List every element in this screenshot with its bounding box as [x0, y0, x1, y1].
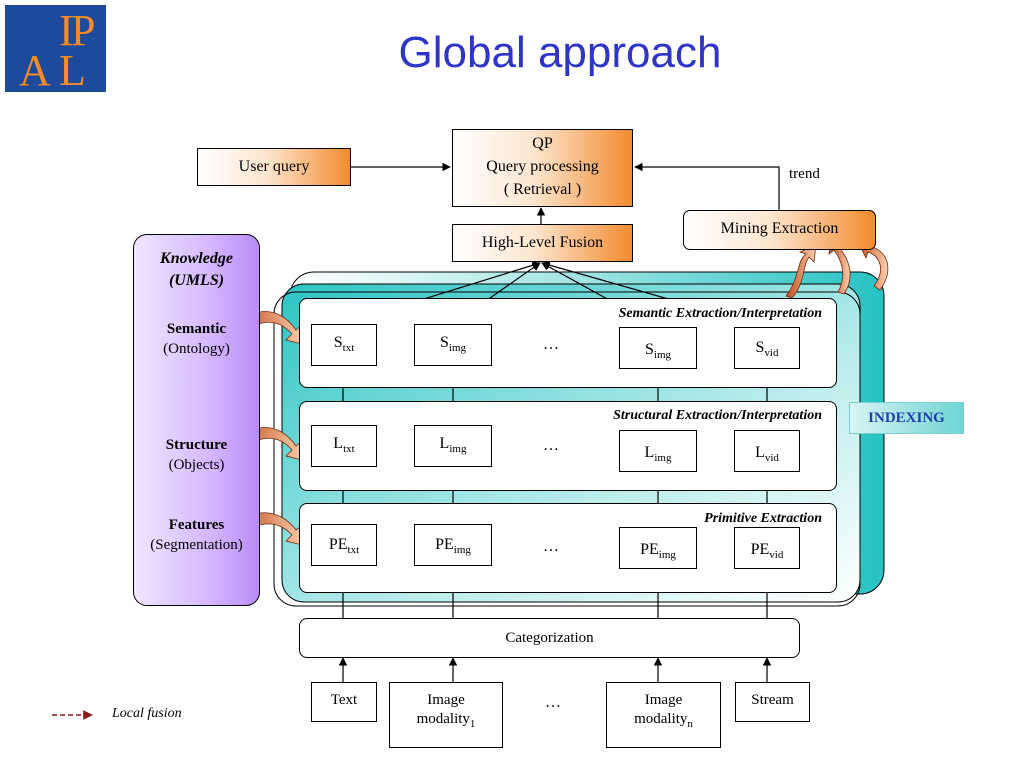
knowledge-structure: Structure [165, 437, 228, 453]
knowledge-semantic: Semantic [166, 321, 227, 337]
node-pe-vid: PEvid [734, 527, 800, 569]
semantic-ellipsis: … [543, 336, 559, 353]
legend-local-fusion: Local fusion [112, 706, 182, 721]
node-l-vid: Lvid [734, 430, 800, 472]
node-pe-img-1: PEimg [414, 524, 492, 566]
primitive-ellipsis: … [543, 538, 559, 555]
indexing-label: INDEXING [849, 402, 964, 434]
input-stream: Stream [735, 682, 810, 722]
input-image-modality-n: Image modalityn [606, 682, 721, 748]
node-s-txt: Stxt [311, 324, 377, 366]
knowledge-subtitle: (UMLS) [168, 272, 225, 289]
trend-label: trend [789, 166, 820, 182]
primitive-layer-title: Primitive Extraction [704, 511, 822, 526]
qp-label: QP [532, 135, 553, 152]
semantic-layer-title: Semantic Extraction/Interpretation [618, 306, 822, 321]
categorization-box: Categorization [299, 618, 800, 658]
node-l-txt: Ltxt [311, 425, 377, 467]
structural-layer-title: Structural Extraction/Interpretation [613, 408, 822, 423]
input-ellipsis: … [545, 694, 561, 711]
knowledge-semantic-sub: (Ontology) [163, 341, 230, 357]
ipal-logo: I P A L [5, 5, 106, 95]
qp-box: QP Query processing ( Retrieval ) [452, 129, 633, 207]
curve-arrow-mining-1 [785, 243, 817, 299]
page-title: Global approach [398, 28, 722, 77]
knowledge-structure-sub: (Objects) [168, 457, 225, 473]
user-query-box: User query [197, 148, 351, 186]
indexing-layer-front [273, 291, 861, 607]
knowledge-features: Features [168, 517, 225, 533]
mining-extraction-box: Mining Extraction [683, 210, 876, 250]
logo-letter-l: L [59, 46, 86, 95]
qp-retrieval: ( Retrieval ) [503, 181, 582, 198]
logo-letter-p: P [71, 6, 96, 55]
node-pe-txt: PEtxt [311, 524, 377, 566]
node-l-img-1: Limg [414, 425, 492, 467]
node-s-img-2: Simg [619, 327, 697, 369]
node-s-img-1: Simg [414, 324, 492, 366]
knowledge-title: Knowledge [160, 250, 233, 267]
high-level-fusion-box: High-Level Fusion [452, 224, 633, 262]
logo-letter-a: A [19, 46, 51, 95]
node-s-vid: Svid [734, 327, 800, 369]
knowledge-panel [133, 234, 260, 606]
structural-ellipsis: … [543, 437, 559, 454]
input-image-modality-1: Image modality1 [389, 682, 503, 748]
input-text: Text [311, 682, 377, 722]
node-l-img-2: Limg [619, 430, 697, 472]
node-pe-img-2: PEimg [619, 527, 697, 569]
logo-letter-i: I [59, 6, 74, 55]
arrow-trend-qp [634, 162, 780, 210]
knowledge-features-sub: (Segmentation) [150, 537, 243, 553]
qp-query-processing: Query processing [486, 158, 599, 175]
